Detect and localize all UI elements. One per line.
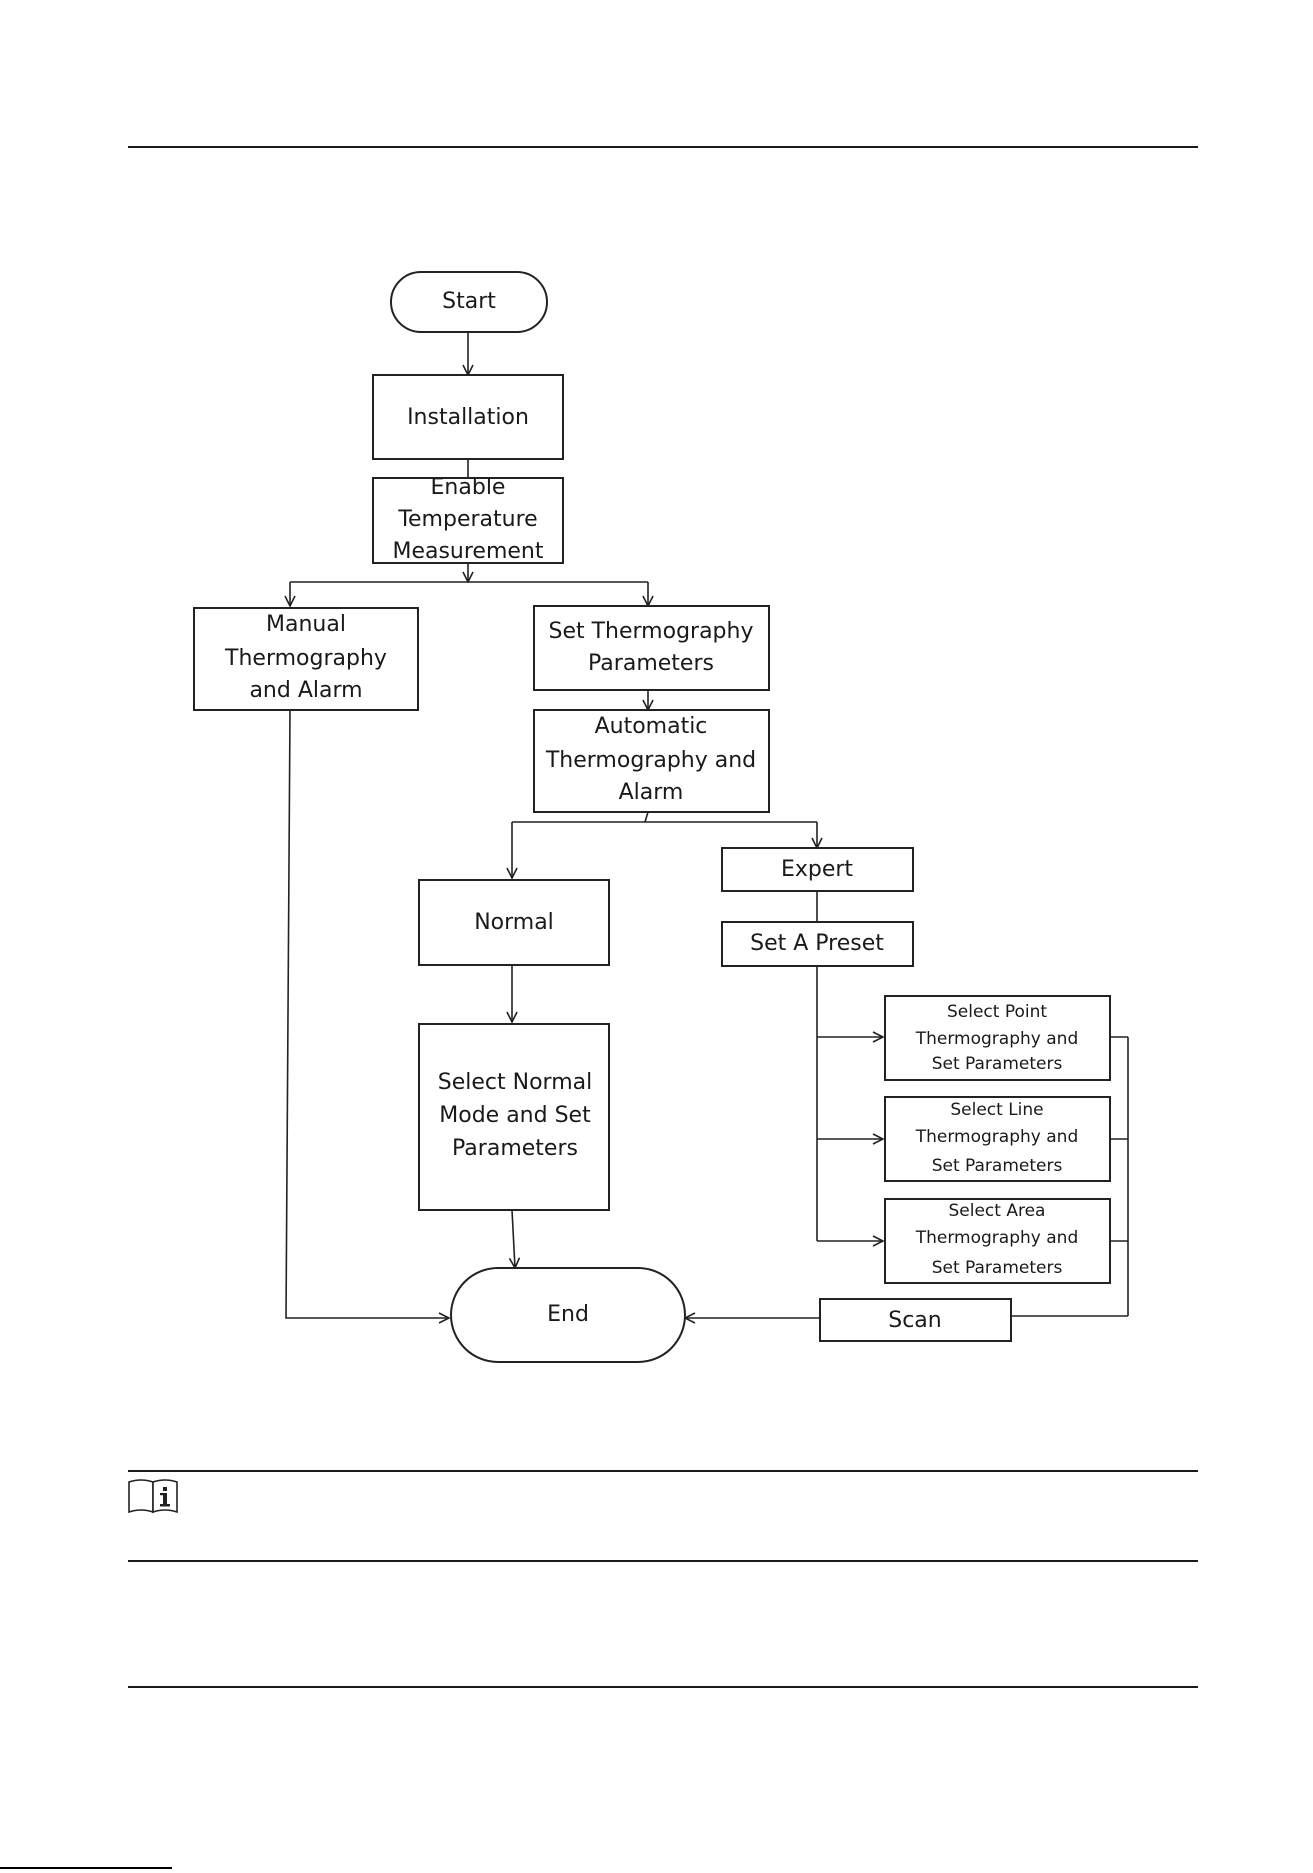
point-label-line1: Select Point xyxy=(947,1002,1047,1022)
node-scan: Scan xyxy=(819,1298,1012,1342)
area-label-line1: Select Area xyxy=(949,1201,1046,1221)
node-automatic: Automatic Thermography and Alarm xyxy=(533,709,770,813)
node-select-point: Select Point Thermography and Set Parame… xyxy=(884,995,1111,1081)
automatic-label-line2: Thermography and xyxy=(545,748,756,773)
area-label-line2: Thermography and xyxy=(915,1228,1078,1248)
node-select-area: Select Area Thermography and Set Paramet… xyxy=(884,1198,1111,1284)
manual-label-line1: Manual xyxy=(266,612,346,637)
node-select-line: Select Line Thermography and Set Paramet… xyxy=(884,1096,1111,1182)
line-label-line2: Thermography and xyxy=(915,1127,1078,1147)
lower-rule xyxy=(128,1686,1198,1688)
node-normal: Normal xyxy=(418,879,610,966)
enable-label-line3: Measurement xyxy=(392,539,543,564)
selectnormal-label-line2: Mode and Set xyxy=(439,1103,591,1128)
node-manual: Manual Thermography and Alarm xyxy=(193,607,419,711)
manual-label-line3: and Alarm xyxy=(249,678,362,703)
node-installation: Installation xyxy=(372,374,564,460)
point-label-line2: Thermography and xyxy=(915,1029,1078,1049)
line-label-line3: Set Parameters xyxy=(932,1156,1063,1176)
node-set-parameters: Set Thermography Parameters xyxy=(533,605,770,691)
automatic-label-line1: Automatic xyxy=(595,714,708,739)
point-label-line3: Set Parameters xyxy=(932,1054,1063,1074)
installation-label: Installation xyxy=(407,405,529,430)
line-label-line1: Select Line xyxy=(950,1100,1043,1120)
connectors xyxy=(285,332,1129,1318)
node-end: End xyxy=(450,1267,686,1363)
header-rule xyxy=(128,146,1198,148)
footer-rule xyxy=(0,1867,172,1869)
automatic-label-line3: Alarm xyxy=(619,780,684,805)
expert-label: Expert xyxy=(781,857,853,882)
selectnormal-label-line3: Parameters xyxy=(452,1136,578,1161)
scan-label: Scan xyxy=(888,1308,942,1333)
node-expert: Expert xyxy=(721,847,914,892)
node-select-normal: Select Normal Mode and Set Parameters xyxy=(418,1023,610,1211)
setparams-label-line1: Set Thermography xyxy=(548,619,753,644)
node-set-preset: Set A Preset xyxy=(721,921,914,967)
enable-label-line1: Enable xyxy=(431,475,506,500)
node-enable-temperature: Enable Temperature Measurement xyxy=(372,475,564,564)
note-info-icon xyxy=(128,1479,178,1514)
arrow-selectnormal-end xyxy=(512,1209,515,1268)
arrow-manual-end xyxy=(285,709,449,1318)
area-label-line3: Set Parameters xyxy=(932,1258,1063,1278)
manual-label-line2: Thermography xyxy=(224,646,387,671)
line-automatic-split xyxy=(644,811,649,823)
node-start: Start xyxy=(390,271,548,333)
start-label: Start xyxy=(442,289,496,314)
enable-label-line2: Temperature xyxy=(397,507,537,532)
selectnormal-label-line1: Select Normal xyxy=(438,1070,592,1095)
normal-label: Normal xyxy=(474,910,554,935)
preset-label: Set A Preset xyxy=(750,931,884,956)
note-top-rule xyxy=(128,1470,1198,1472)
note-bottom-rule xyxy=(128,1560,1198,1562)
setparams-label-line2: Parameters xyxy=(588,651,714,676)
end-label: End xyxy=(547,1302,589,1327)
